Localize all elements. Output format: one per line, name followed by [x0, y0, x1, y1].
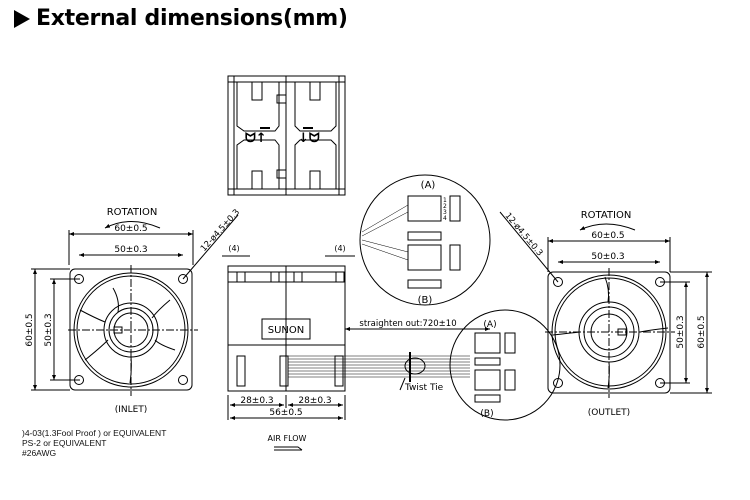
triangle-bullet-icon	[14, 9, 30, 28]
note-terminal: PS-2 or EQUIVALENT	[22, 438, 107, 448]
pin-1: 1	[443, 197, 447, 204]
outlet-height-outer: 60±0.5	[697, 315, 707, 348]
inlet-width-outer: 60±0.5	[114, 224, 147, 234]
connector-a-label-2: (A)	[483, 320, 496, 330]
lead-length-dim: straighten out:720±10	[359, 319, 456, 329]
connector-detail-bottom: (A) (B)	[449, 309, 561, 421]
note-wire-gauge: #26AWG	[22, 448, 57, 458]
connector-b-label: (B)	[418, 295, 433, 306]
flange-right-dim: (4)	[334, 244, 345, 253]
note-connector: )4-03(1.3Fool Proof ) or EQUIVALENT	[22, 428, 167, 438]
outlet-rotation-label: ROTATION	[581, 210, 632, 221]
connector-detail-top: (A) (B) 1 2 3 4	[359, 174, 491, 306]
inlet-width-hole: 50±0.3	[114, 245, 147, 255]
outlet-caption: (OUTLET)	[588, 408, 630, 418]
depth-total-dim: 56±0.5	[269, 408, 302, 418]
title-text: External dimensions(mm)	[36, 6, 348, 31]
inlet-mounting-holes	[74, 274, 188, 385]
airflow-label: AIR FLOW	[268, 434, 307, 443]
pin-4: 4	[443, 215, 447, 222]
rotation-arrow-icon	[104, 221, 161, 229]
inlet-height-hole: 50±0.3	[44, 313, 54, 346]
side-view: (4) (4) SUNON Twist Tie straighten out:7…	[222, 244, 490, 451]
wire-bundle	[288, 355, 470, 378]
pin-3: 3	[443, 209, 447, 216]
airflow-arrow-icon	[274, 446, 303, 451]
inlet-view: ROTATION 60±0.5 50±0.3 60±0.5 50±0.3	[25, 207, 242, 415]
airflow-direction-icon-2: ↓ᗢ	[298, 131, 320, 146]
brand-label: SUNON	[268, 325, 305, 336]
outlet-hole-callout: 12-ø4.5±0.3	[503, 211, 545, 258]
flange-left-dim: (4)	[228, 244, 239, 253]
outlet-width-hole: 50±0.3	[591, 252, 624, 262]
connector-b-label-2: (B)	[480, 409, 493, 419]
twist-tie-label: Twist Tie	[404, 383, 444, 393]
depth-left-dim: 28±0.3	[240, 396, 273, 406]
inlet-caption: (INLET)	[115, 405, 148, 415]
pin-numbers: 1 2 3 4	[443, 197, 447, 222]
depth-right-dim: 28±0.3	[298, 396, 331, 406]
airflow-direction-icon: ᗢ↑	[245, 131, 267, 146]
outlet-width-outer: 60±0.5	[591, 231, 624, 241]
page-title: External dimensions(mm)	[14, 6, 348, 31]
inlet-height-outer: 60±0.5	[25, 313, 35, 346]
pin-2: 2	[443, 203, 447, 210]
spec-notes: )4-03(1.3Fool Proof ) or EQUIVALENT PS-2…	[22, 428, 166, 458]
brand-label-box	[261, 318, 311, 340]
inlet-blades	[79, 287, 176, 384]
outlet-height-hole: 50±0.3	[676, 315, 686, 348]
outlet-view: ROTATION 60±0.5 50±0.3 50±0.3 60±0.5 12-…	[499, 210, 712, 418]
connector-a-label: (A)	[421, 180, 436, 191]
rotation-arrow-icon-2	[579, 223, 636, 231]
inlet-rotation-label: ROTATION	[107, 207, 158, 218]
top-view: ᗢ↑ ↓ᗢ	[227, 75, 346, 196]
